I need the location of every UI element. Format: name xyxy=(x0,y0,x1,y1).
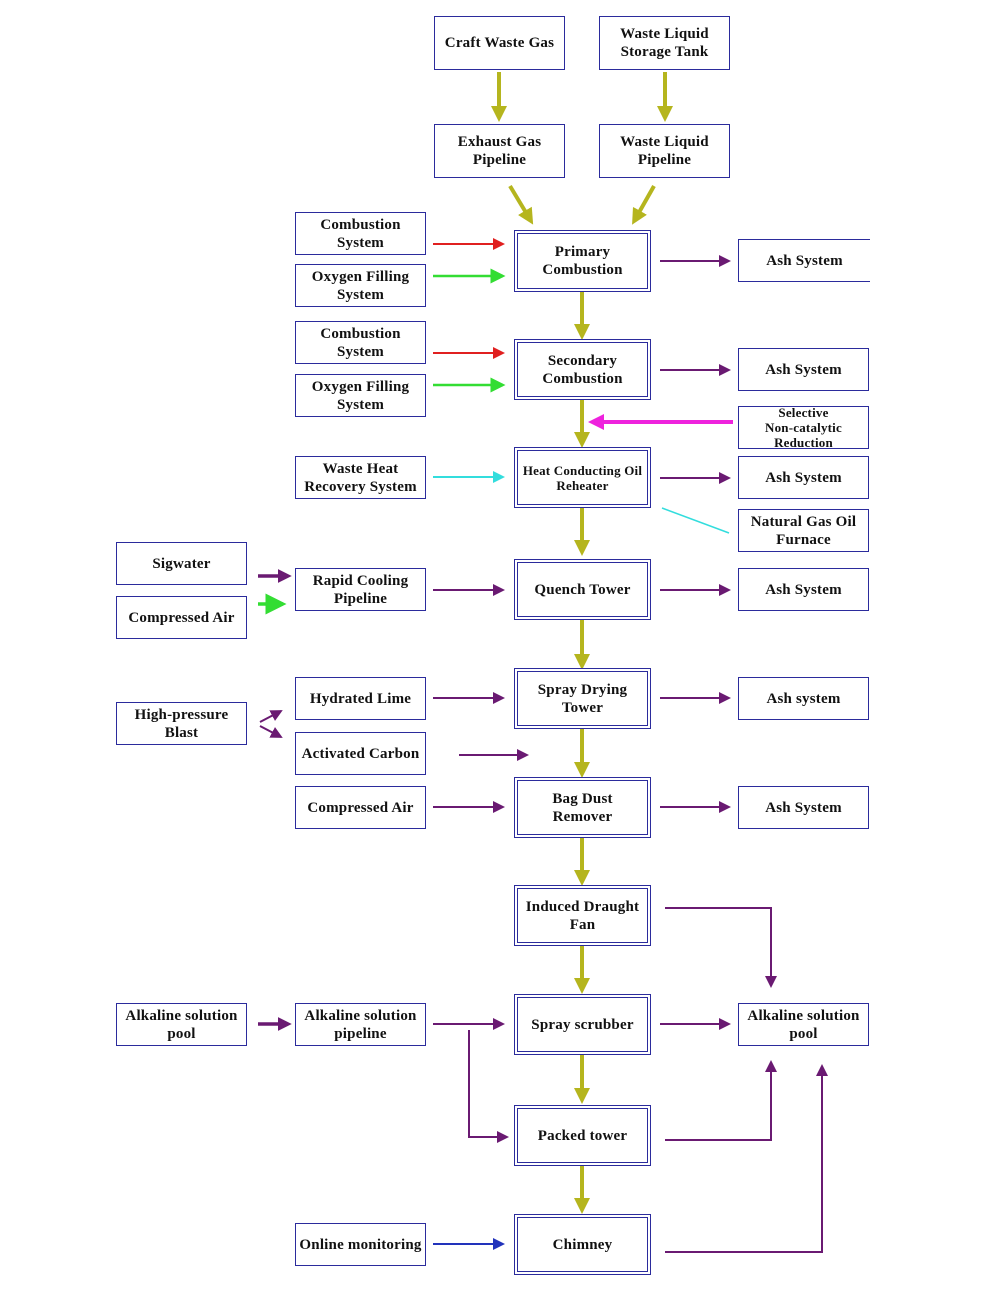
node-label: Selective Non-catalytic Reduction xyxy=(765,406,842,449)
fan-to-pool-line xyxy=(665,907,777,988)
spray-drying-tower-box: Spray Drying Tower xyxy=(514,668,651,729)
node-label: Rapid Cooling Pipeline xyxy=(312,572,409,607)
node-label: Craft Waste Gas xyxy=(444,35,555,51)
node-label: Ash system xyxy=(766,690,841,707)
primary-combustion-box: Primary Combustion xyxy=(514,230,651,292)
node-label: Ash System xyxy=(766,252,843,269)
node-label: Waste Liquid Pipeline xyxy=(620,134,709,168)
node-label: Exhaust Gas Pipeline xyxy=(457,134,542,168)
node-label: Quench Tower xyxy=(534,581,631,598)
induced-draught-fan-box: Induced Draught Fan xyxy=(514,885,651,946)
node-label: Ash System xyxy=(765,361,842,378)
node-label: Spray Drying Tower xyxy=(537,681,628,716)
node-label: Oxygen Filling System xyxy=(311,378,410,413)
exhaust-gas-pipeline-box: Exhaust Gas Pipeline xyxy=(434,124,565,178)
ash-system-box: Ash System xyxy=(738,348,869,391)
chimney-to-pool-line xyxy=(665,1064,828,1253)
compressed-air-box: Compressed Air xyxy=(295,786,426,829)
node-label: Compressed Air xyxy=(307,799,414,816)
node-label: Secondary Combustion xyxy=(542,352,623,387)
alkaline-solution-pipeline-box: Alkaline solution pipeline xyxy=(295,1003,426,1046)
node-label: Compressed Air xyxy=(128,609,235,626)
compressed-air-box: Compressed Air xyxy=(116,596,247,639)
ash-system-box: Ash System xyxy=(738,456,869,499)
node-label: Induced Draught Fan xyxy=(525,898,640,933)
high-pressure-blast-box: High-pressure Blast xyxy=(116,702,247,745)
node-label: Combustion System xyxy=(320,325,401,360)
node-label: Oxygen Filling System xyxy=(311,268,410,303)
natural-gas-oil-furnace-box: Natural Gas Oil Furnace xyxy=(738,509,869,552)
node-label: Packed tower xyxy=(537,1127,628,1144)
combustion-system-box: Combustion System xyxy=(295,212,426,255)
node-label: Spray scrubber xyxy=(531,1016,634,1033)
blast-arrow xyxy=(259,710,283,723)
node-label: Hydrated Lime xyxy=(309,690,412,707)
waste-heat-recovery-box: Waste Heat Recovery System xyxy=(295,456,426,499)
secondary-combustion-box: Secondary Combustion xyxy=(514,339,651,400)
node-label: Alkaline solution pipeline xyxy=(304,1007,417,1042)
heat-conducting-oil-reheater-box: Heat Conducting Oil Reheater xyxy=(514,447,651,508)
packed-tower-box: Packed tower xyxy=(514,1105,651,1166)
node-label: Alkaline solution pool xyxy=(747,1007,860,1042)
node-label: Sigwater xyxy=(152,555,211,572)
craft-waste-gas-box: Craft Waste Gas xyxy=(434,16,565,70)
ash-system-box: Ash System xyxy=(738,786,869,829)
node-label: High-pressure Blast xyxy=(134,706,229,741)
alkaline-solution-pool-box: Alkaline solution pool xyxy=(738,1003,869,1046)
node-label: Chimney xyxy=(552,1236,613,1253)
ash-system-box: Ash system xyxy=(738,677,869,720)
node-label: Ash System xyxy=(765,469,842,486)
node-label: Online monitoring xyxy=(299,1236,422,1253)
node-label: Ash System xyxy=(765,581,842,598)
chimney-box: Chimney xyxy=(514,1214,651,1275)
node-label: Natural Gas Oil Furnace xyxy=(750,513,857,548)
blast-arrow xyxy=(259,725,283,738)
oxygen-filling-system-box: Oxygen Filling System xyxy=(295,374,426,417)
bag-dust-remover-box: Bag Dust Remover xyxy=(514,777,651,838)
ash-system-box: Ash System xyxy=(738,239,870,282)
hydrated-lime-box: Hydrated Lime xyxy=(295,677,426,720)
activated-carbon-box: Activated Carbon xyxy=(295,732,426,775)
node-label: Bag Dust Remover xyxy=(552,790,613,825)
combustion-system-box: Combustion System xyxy=(295,321,426,364)
node-label: Activated Carbon xyxy=(301,745,420,762)
natural-gas-link xyxy=(661,507,730,534)
node-label: Waste Liquid Storage Tank xyxy=(620,26,709,60)
node-label: Heat Conducting Oil Reheater xyxy=(522,462,643,493)
node-label: Alkaline solution pool xyxy=(125,1007,238,1042)
waste-liquid-storage-tank-box: Waste Liquid Storage Tank xyxy=(599,16,730,70)
quench-tower-box: Quench Tower xyxy=(514,559,651,620)
spray-scrubber-box: Spray scrubber xyxy=(514,994,651,1055)
packed-feed-arrow xyxy=(468,1030,509,1143)
rapid-cooling-pipeline-box: Rapid Cooling Pipeline xyxy=(295,568,426,611)
packed-to-pool-line xyxy=(665,1060,777,1141)
node-label: Ash System xyxy=(765,799,842,816)
oxygen-filling-system-box: Oxygen Filling System xyxy=(295,264,426,307)
node-label: Combustion System xyxy=(320,216,401,251)
waste-liquid-pipeline-box: Waste Liquid Pipeline xyxy=(599,124,730,178)
node-label: Primary Combustion xyxy=(542,244,623,278)
sncr-box: Selective Non-catalytic Reduction xyxy=(738,406,869,449)
online-monitoring-box: Online monitoring xyxy=(295,1223,426,1266)
flow-arrow xyxy=(632,185,656,225)
ash-system-box: Ash System xyxy=(738,568,869,611)
sigwater-box: Sigwater xyxy=(116,542,247,585)
alkaline-solution-pool-box: Alkaline solution pool xyxy=(116,1003,247,1046)
node-label: Waste Heat Recovery System xyxy=(304,460,417,495)
flow-arrow xyxy=(508,184,534,225)
